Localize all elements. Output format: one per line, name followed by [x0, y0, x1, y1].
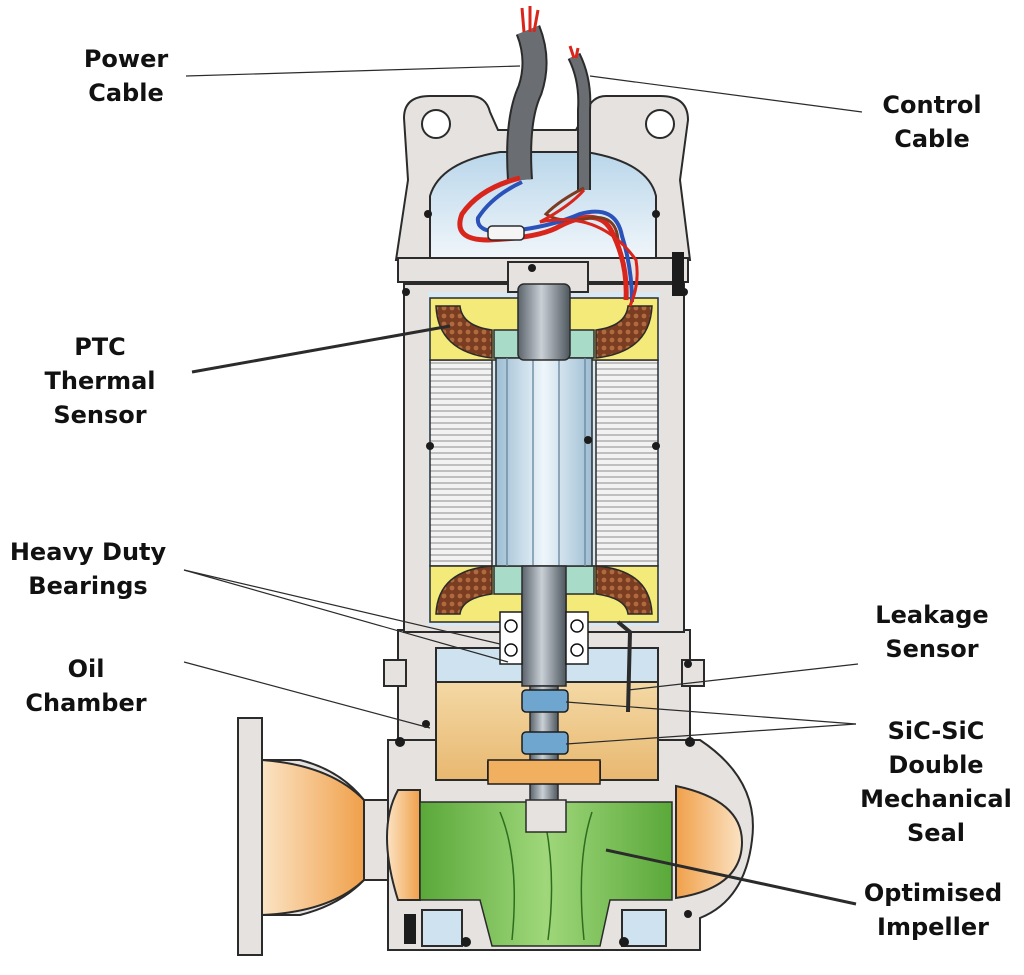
side-flange-left: [383, 659, 407, 687]
label-control-cable-line1: Control: [882, 91, 982, 119]
label-ptc-thermal-sensor: PTC Thermal Sensor: [30, 330, 170, 432]
label-bearings-line1: Heavy Duty: [9, 538, 167, 566]
label-impeller-line2: Impeller: [877, 913, 989, 941]
impeller-body: [419, 801, 673, 947]
label-seal-line2: Double: [888, 751, 984, 779]
impeller-vane-1: [545, 825, 553, 941]
leader-ptc: [191, 324, 451, 374]
shaft-upper: [517, 283, 571, 361]
volute-inner-left: [421, 909, 463, 947]
leader-lines: [183, 65, 863, 906]
leader-power-cable: [185, 65, 521, 77]
leader-seal-2: [565, 723, 857, 745]
label-sic-double-mechanical-seal: SiC-SiC Double Mechanical Seal: [856, 714, 1016, 850]
label-leakage-sensor: Leakage Sensor: [862, 598, 1002, 666]
impeller-vane-3: [580, 811, 593, 941]
leader-impeller: [605, 848, 857, 906]
shaft-lower: [521, 565, 567, 687]
lower-seal: [521, 731, 569, 755]
label-seal-line4: Seal: [907, 819, 965, 847]
bolts: [395, 210, 695, 947]
label-impeller-line1: Optimised: [863, 879, 1003, 907]
rotor-bars: [496, 358, 592, 566]
label-control-cable: Control Cable: [862, 88, 1002, 156]
label-leakage-line2: Sensor: [885, 635, 979, 663]
label-oil-chamber: Oil Chamber: [16, 652, 156, 720]
impeller: [419, 799, 673, 947]
lifting-eye-left: [421, 109, 451, 139]
label-optimised-impeller: Optimised Impeller: [858, 876, 1008, 944]
cable-gland: [487, 225, 525, 241]
cables: [457, 6, 639, 307]
impeller-hub: [525, 799, 567, 833]
label-bearings-line2: Bearings: [28, 572, 148, 600]
leader-bearings-2: [183, 569, 509, 663]
volute-inner-right: [621, 909, 667, 947]
impeller-vane-2: [499, 811, 515, 941]
label-seal-line3: Mechanical: [860, 785, 1012, 813]
leader-control-cable: [589, 75, 863, 113]
label-ptc-line1: PTC: [74, 333, 126, 361]
winding-bottom-left-copper: [435, 565, 493, 615]
leader-oil: [183, 661, 431, 729]
discharge-passage: [261, 758, 365, 917]
winding-top-left-copper: [435, 305, 493, 359]
upper-seal: [521, 689, 569, 713]
label-seal-line1: SiC-SiC: [887, 717, 985, 745]
stator-lamination-left: [429, 359, 493, 567]
bearings: [499, 611, 589, 665]
power-cable-wires: [520, 6, 540, 33]
label-ptc-line2: Thermal: [44, 367, 156, 395]
winding-bottom-right-copper: [595, 565, 653, 615]
mechanical-seals: [487, 689, 601, 785]
label-leakage-line1: Leakage: [875, 601, 989, 629]
label-power-cable: Power Cable: [56, 42, 196, 110]
label-oil-line1: Oil: [67, 655, 105, 683]
label-power-cable-line1: Power: [83, 45, 169, 73]
leakage-sensor-probe: [616, 620, 633, 713]
seal-housing: [487, 759, 601, 785]
stator-lamination-right: [595, 359, 659, 567]
winding-top-right-copper: [595, 305, 653, 359]
leader-leakage: [627, 663, 859, 691]
label-ptc-line3: Sensor: [53, 401, 147, 429]
label-power-cable-line2: Cable: [88, 79, 164, 107]
label-control-cable-line2: Cable: [894, 125, 970, 153]
leader-seal-1: [565, 701, 857, 725]
leader-bearings-1: [183, 569, 501, 645]
volute-left-chamber: [386, 789, 421, 901]
label-heavy-duty-bearings: Heavy Duty Bearings: [0, 535, 176, 603]
lifting-eye-right: [645, 109, 675, 139]
control-wire-red: [539, 189, 639, 307]
label-oil-line2: Chamber: [25, 689, 147, 717]
